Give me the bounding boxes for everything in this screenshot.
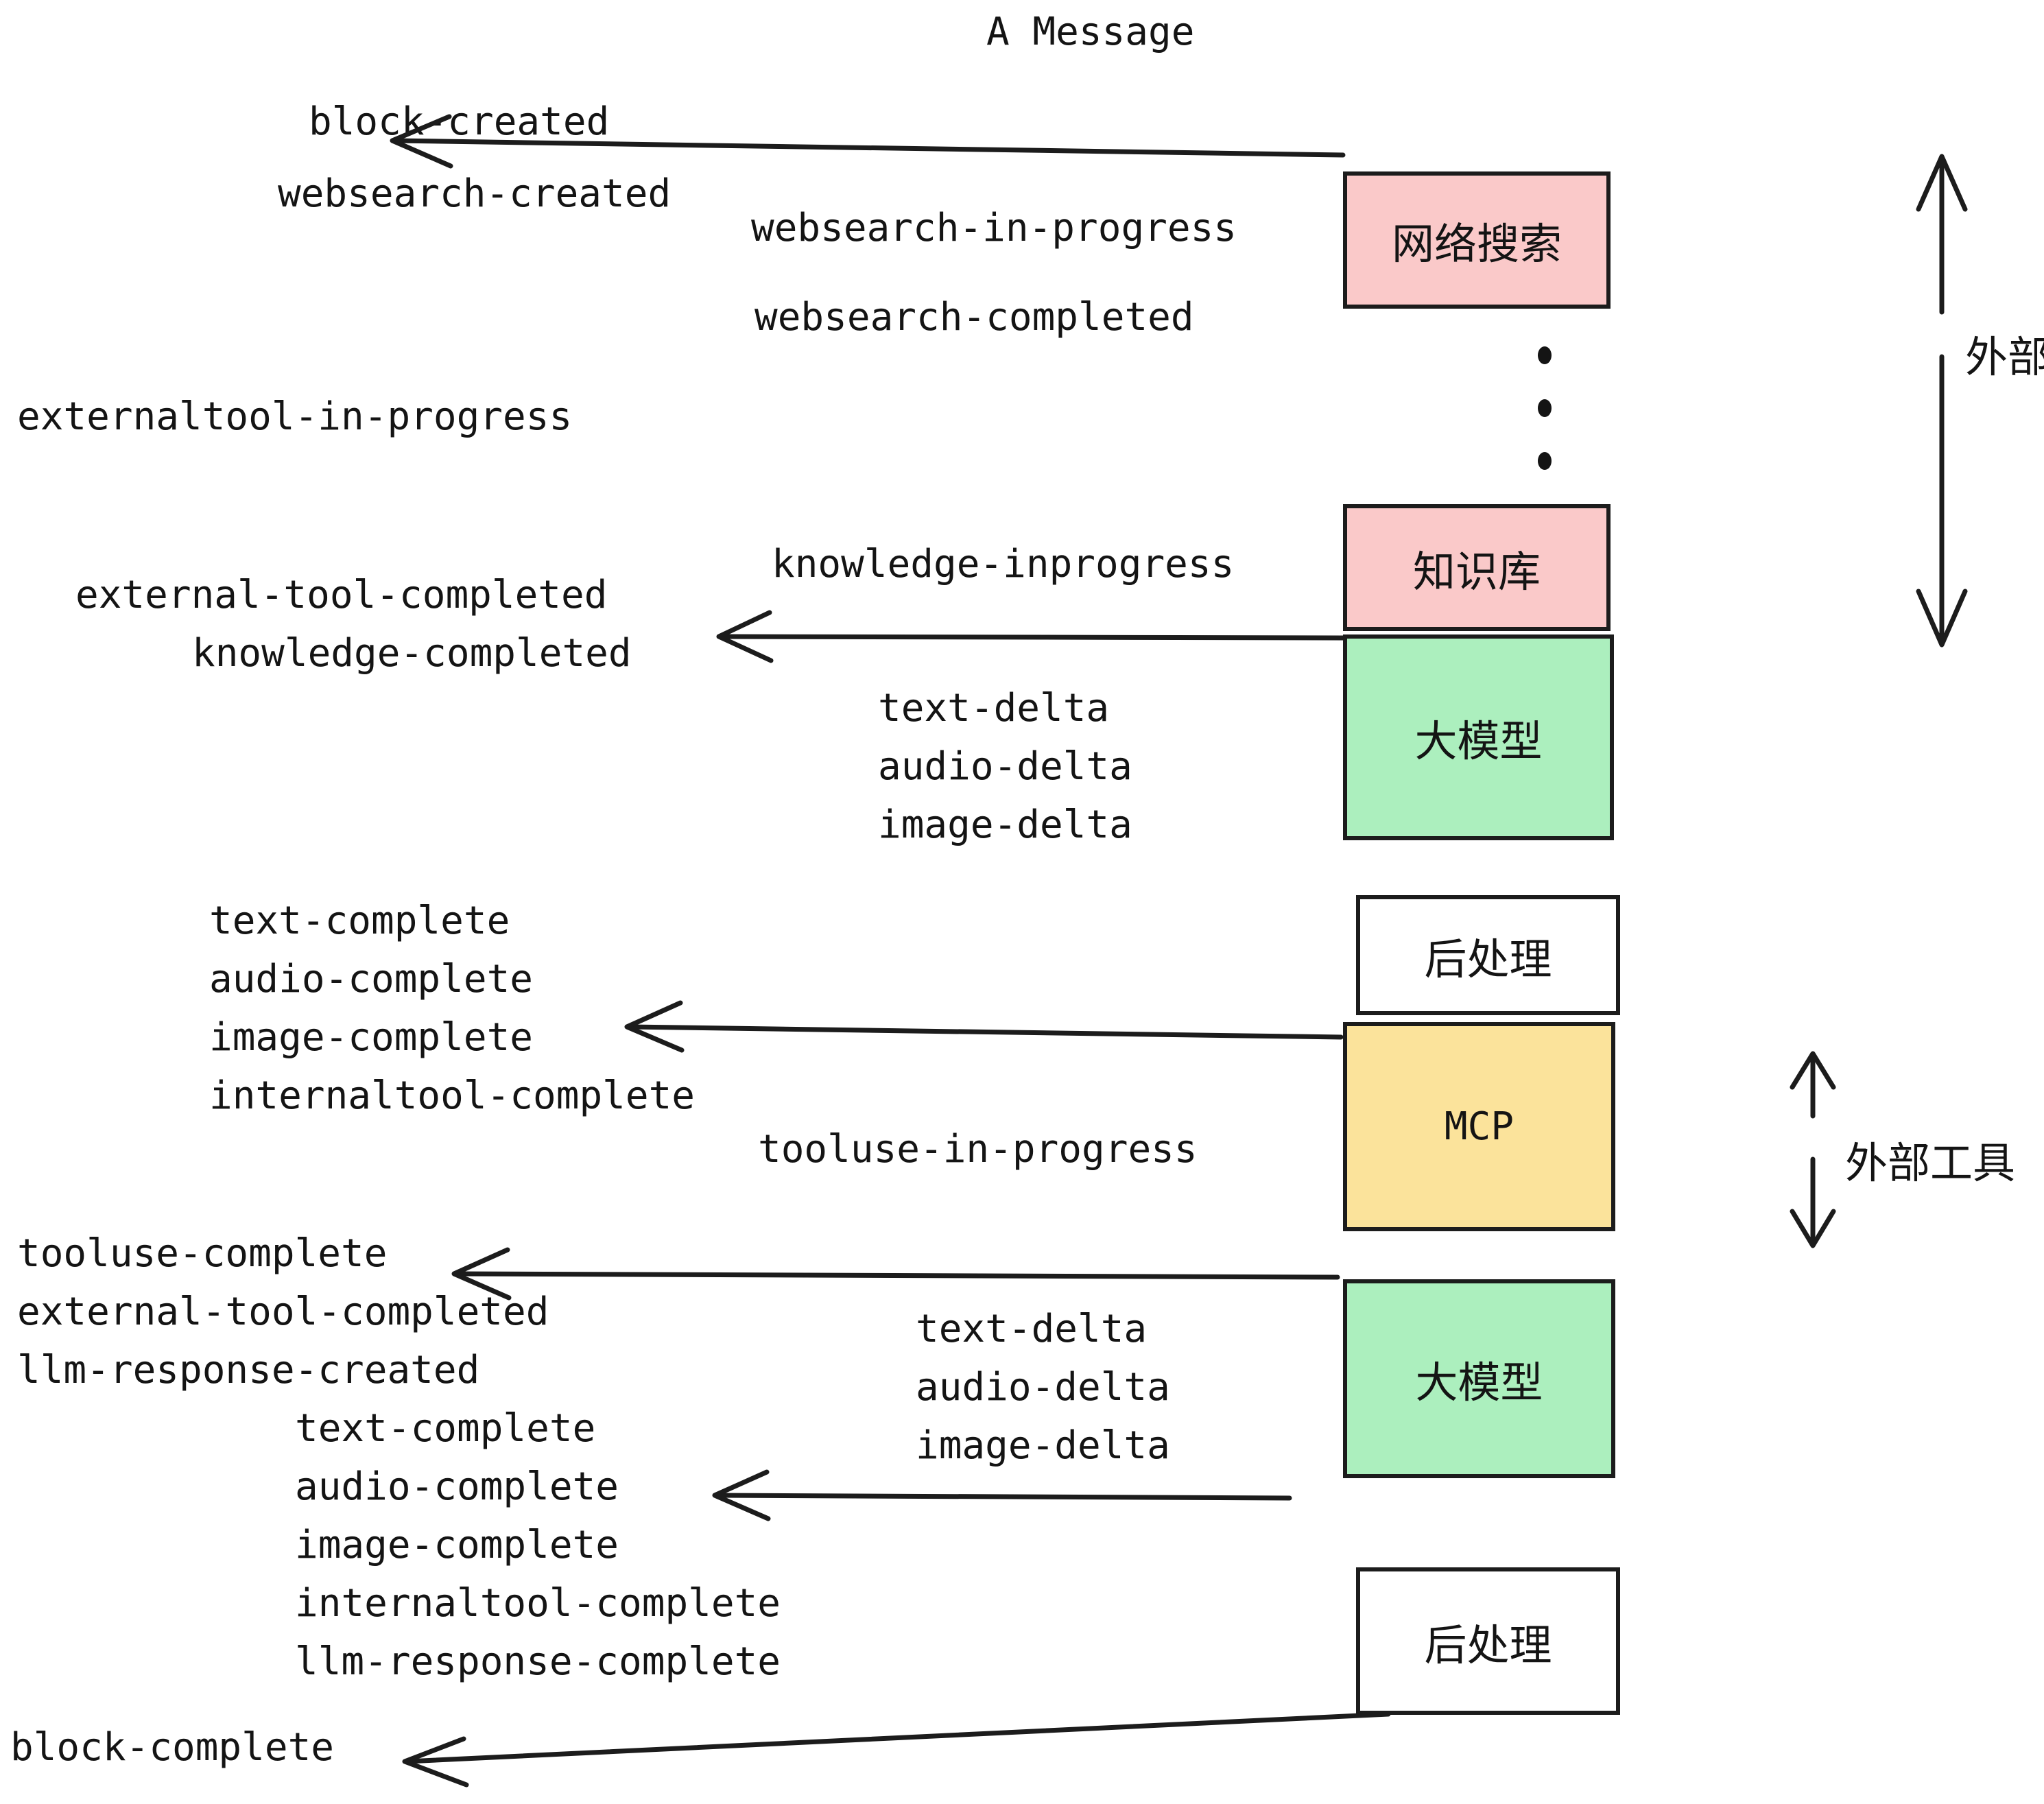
event-image-delta-2: image-delta: [916, 1423, 1170, 1468]
box-postprocess-2-label: 后处理: [1424, 1619, 1552, 1670]
event-text-delta-1: text-delta: [878, 686, 1110, 731]
event-external-tool-completed-1: external-tool-completed: [75, 573, 608, 617]
dot-2: [1538, 399, 1552, 417]
box-llm-bottom-label: 大模型: [1415, 1357, 1543, 1408]
box-llm-bottom[interactable]: 大模型: [1343, 1279, 1615, 1478]
event-externaltool-in-progress: externaltool-in-progress: [17, 394, 573, 439]
box-knowledge-label: 知识库: [1412, 546, 1541, 597]
box-knowledge[interactable]: 知识库: [1343, 504, 1611, 631]
event-audio-complete-2: audio-complete: [295, 1464, 619, 1509]
arrow-knowledge-completed: [716, 610, 1346, 663]
box-mcp-label: MCP: [1444, 1104, 1514, 1149]
dot-3: [1538, 452, 1552, 470]
arrow-audio-complete: [712, 1469, 1292, 1521]
box-llm-top-label: 大模型: [1414, 716, 1543, 766]
event-external-tool-completed-2: external-tool-completed: [17, 1290, 549, 1334]
event-text-delta-2: text-delta: [916, 1307, 1148, 1351]
event-websearch-in-progress: websearch-in-progress: [751, 206, 1237, 250]
box-postprocess-1[interactable]: 后处理: [1356, 895, 1620, 1015]
event-knowledge-inprogress: knowledge-inprogress: [772, 542, 1235, 586]
event-websearch-completed: websearch-completed: [754, 295, 1194, 340]
event-tooluse-complete: tooluse-complete: [17, 1231, 388, 1276]
event-llm-response-complete: llm-response-complete: [295, 1639, 781, 1684]
event-image-complete-1: image-complete: [209, 1015, 534, 1060]
box-mcp[interactable]: MCP: [1343, 1022, 1615, 1231]
box-websearch-label: 网络搜索: [1391, 219, 1562, 269]
arrow-image-complete: [624, 1000, 1344, 1053]
event-knowledge-completed: knowledge-completed: [192, 631, 632, 676]
external-tools-label-bottom: 外部工具: [1845, 1138, 2016, 1188]
event-text-complete-2: text-complete: [295, 1406, 596, 1451]
event-image-delta-1: image-delta: [878, 803, 1132, 847]
arrow-block-complete: [402, 1711, 1391, 1788]
box-postprocess-1-label: 后处理: [1424, 934, 1552, 984]
box-llm-top[interactable]: 大模型: [1343, 634, 1614, 840]
event-internaltool-complete-2: internaltool-complete: [295, 1581, 781, 1626]
event-audio-delta-2: audio-delta: [916, 1365, 1170, 1410]
dot-1: [1538, 346, 1552, 364]
event-llm-response-created: llm-response-created: [17, 1348, 480, 1392]
box-websearch[interactable]: 网络搜索: [1343, 171, 1611, 309]
ellipsis-dots: [1536, 346, 1553, 470]
external-tools-arrow-top: [1916, 154, 1968, 648]
page-title: A Message: [986, 10, 1195, 54]
event-websearch-created: websearch-created: [278, 171, 672, 216]
event-audio-delta-1: audio-delta: [878, 744, 1132, 789]
event-audio-complete-1: audio-complete: [209, 957, 534, 1001]
arrow-tooluse-complete: [451, 1247, 1340, 1301]
external-tools-arrow-bottom: [1790, 1051, 1836, 1248]
event-block-complete: block-complete: [10, 1725, 335, 1770]
event-tooluse-in-progress: tooluse-in-progress: [758, 1127, 1198, 1172]
external-tools-label-top: 外部工具: [1965, 332, 2044, 382]
box-postprocess-2[interactable]: 后处理: [1356, 1567, 1620, 1715]
event-block-created: block-created: [309, 99, 610, 144]
event-image-complete-2: image-complete: [295, 1523, 619, 1567]
event-text-complete-1: text-complete: [209, 899, 510, 943]
event-internaltool-complete-1: internaltool-complete: [209, 1073, 696, 1118]
